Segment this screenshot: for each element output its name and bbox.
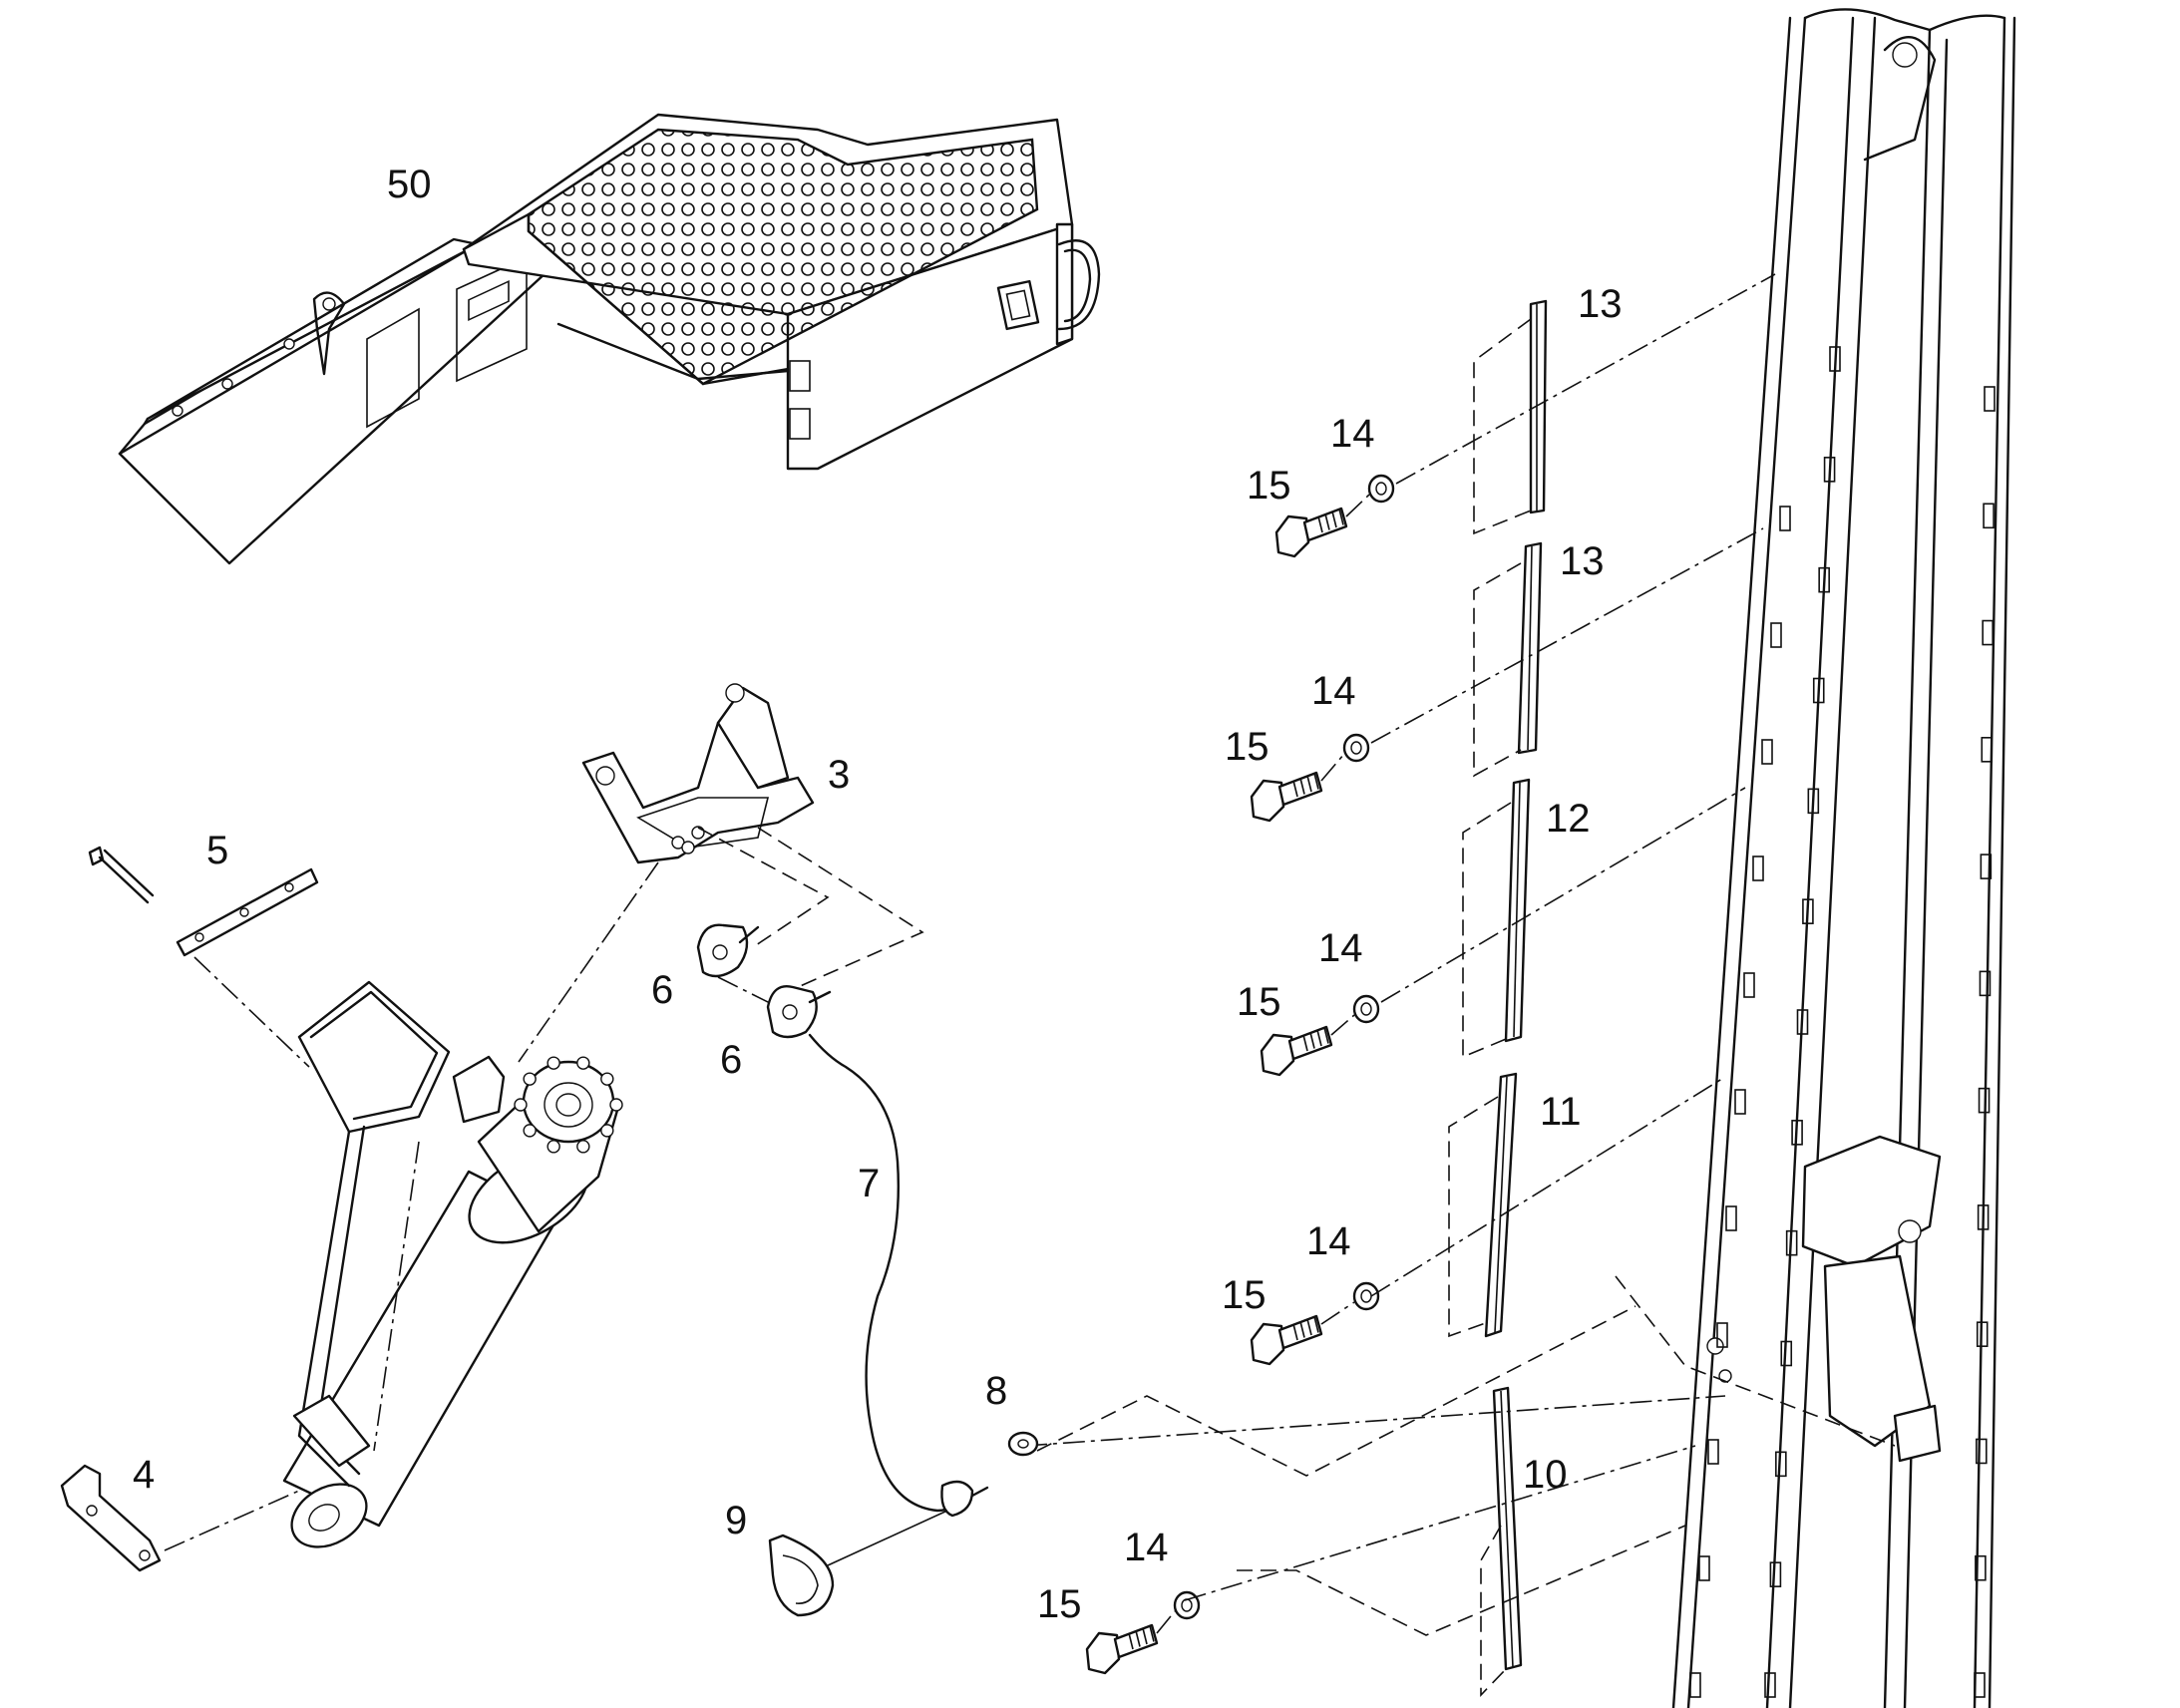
callout-11: 11 xyxy=(1540,1090,1582,1134)
mast-frame xyxy=(1671,8,2016,1708)
callout-15-d: 15 xyxy=(1222,1273,1267,1317)
part-50-cover-assembly xyxy=(118,113,1101,565)
callout-14-e: 14 xyxy=(1124,1526,1169,1569)
mast-slots xyxy=(1689,346,1996,1698)
callout-labels: 50 13 13 12 11 10 14 14 14 14 14 15 15 1… xyxy=(133,163,1623,1626)
washer-5 xyxy=(1173,1590,1201,1620)
callout-5: 5 xyxy=(206,829,228,872)
slide-pad-13-upper xyxy=(1473,299,1548,535)
hydraulic-cylinder xyxy=(282,980,623,1548)
callout-15-c: 15 xyxy=(1237,980,1281,1024)
washer-4 xyxy=(1352,1281,1380,1311)
slide-pad-12 xyxy=(1462,778,1531,1059)
part-7-cable xyxy=(808,1033,989,1518)
part-5-strap-bolt xyxy=(88,846,319,1068)
callout-8: 8 xyxy=(985,1369,1007,1413)
callout-13-lower: 13 xyxy=(1560,539,1605,583)
bolt-3 xyxy=(1260,1025,1333,1077)
part-8-spacer xyxy=(1007,1431,1039,1457)
part-6-clamp-lower xyxy=(766,985,832,1039)
bolt-2 xyxy=(1250,771,1323,823)
washer-3 xyxy=(1352,994,1380,1024)
callout-6-lower: 6 xyxy=(720,1038,742,1082)
callout-50: 50 xyxy=(387,163,432,206)
callout-6-upper: 6 xyxy=(651,968,673,1012)
part-6-clamp-upper xyxy=(696,923,779,1008)
bolt-5 xyxy=(1085,1623,1159,1675)
callout-15-a: 15 xyxy=(1247,464,1291,508)
callout-9: 9 xyxy=(725,1499,747,1542)
callout-10: 10 xyxy=(1523,1453,1568,1497)
washer-2 xyxy=(1342,733,1370,763)
bolt-4 xyxy=(1250,1314,1323,1366)
part-3-mounting-bracket xyxy=(518,683,924,1063)
callout-12: 12 xyxy=(1546,797,1591,841)
callout-14-c: 14 xyxy=(1318,926,1363,970)
callout-15-b: 15 xyxy=(1225,725,1270,769)
part-9-hook xyxy=(768,1510,948,1617)
slide-pad-10 xyxy=(1480,1386,1523,1697)
callout-14-d: 14 xyxy=(1306,1219,1351,1263)
callout-7: 7 xyxy=(858,1162,880,1205)
callout-13-upper: 13 xyxy=(1578,282,1623,326)
slide-pad-13-lower xyxy=(1473,541,1543,778)
bolt-1 xyxy=(1274,507,1348,558)
slide-pad-11 xyxy=(1448,1072,1518,1338)
callout-14-b: 14 xyxy=(1311,669,1356,713)
callout-4: 4 xyxy=(133,1453,155,1497)
callout-14-a: 14 xyxy=(1330,412,1375,456)
callout-15-e: 15 xyxy=(1037,1582,1082,1626)
leader-lines xyxy=(1024,273,1896,1636)
washer-1 xyxy=(1367,474,1395,504)
fasteners xyxy=(1085,474,1395,1675)
part-4-angle-bracket xyxy=(60,1464,300,1572)
callout-3: 3 xyxy=(828,753,850,797)
